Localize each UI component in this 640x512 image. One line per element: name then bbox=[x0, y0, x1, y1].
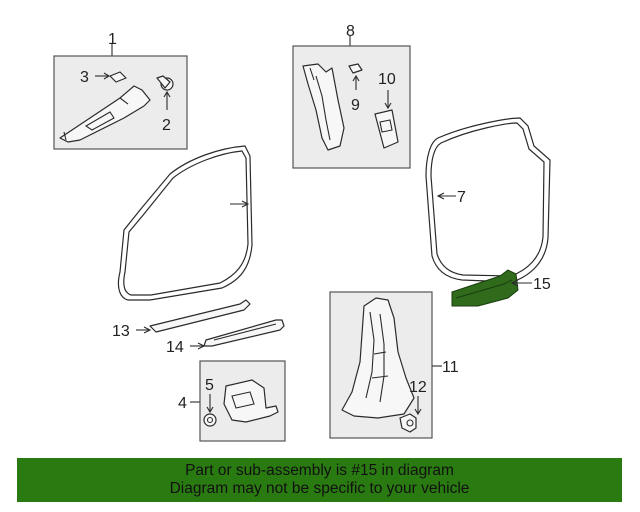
callout-4[interactable]: 4 bbox=[178, 395, 187, 412]
clip-9[interactable] bbox=[348, 63, 363, 74]
callout-7[interactable]: 7 bbox=[457, 189, 466, 206]
callout-15[interactable]: 15 bbox=[533, 276, 551, 293]
nut-5[interactable] bbox=[203, 413, 217, 427]
callout-10[interactable]: 10 bbox=[378, 71, 396, 88]
banner-line-2: Diagram may not be specific to your vehi… bbox=[169, 480, 470, 497]
callout-1[interactable]: 1 bbox=[108, 31, 117, 48]
callout-14[interactable]: 14 bbox=[166, 339, 184, 356]
callout-8[interactable]: 8 bbox=[346, 23, 355, 40]
rear-door-seal[interactable]: 7 bbox=[425, 117, 551, 283]
part-15-highlighted[interactable]: 15 bbox=[451, 269, 551, 307]
callout-12[interactable]: 12 bbox=[409, 379, 427, 396]
group-4: 4 5 bbox=[178, 360, 286, 442]
front-door-seal[interactable] bbox=[117, 145, 253, 301]
bolt-12[interactable] bbox=[399, 413, 417, 433]
scuff-plate-14[interactable]: 14 bbox=[166, 319, 285, 356]
callout-3[interactable]: 3 bbox=[80, 69, 89, 86]
bracket-4[interactable] bbox=[223, 379, 279, 423]
callout-2[interactable]: 2 bbox=[162, 117, 171, 134]
banner-line-1: Part or sub-assembly is #15 in diagram bbox=[185, 462, 454, 479]
callout-13[interactable]: 13 bbox=[112, 323, 130, 340]
cover-10[interactable] bbox=[374, 109, 399, 149]
callout-5[interactable]: 5 bbox=[205, 377, 214, 394]
front-pillar-trim[interactable] bbox=[59, 85, 151, 143]
clip-3[interactable] bbox=[109, 71, 127, 83]
callout-11[interactable]: 11 bbox=[442, 359, 459, 376]
scuff-plate-13[interactable]: 13 bbox=[112, 299, 251, 340]
lower-pillar-trim[interactable] bbox=[341, 297, 415, 419]
group-1: 1 3 2 bbox=[53, 31, 188, 150]
info-banner: Part or sub-assembly is #15 in diagram D… bbox=[17, 458, 622, 502]
group-11: 11 12 bbox=[329, 291, 459, 439]
callout-9[interactable]: 9 bbox=[351, 97, 360, 114]
group-8: 8 9 10 bbox=[292, 23, 411, 169]
